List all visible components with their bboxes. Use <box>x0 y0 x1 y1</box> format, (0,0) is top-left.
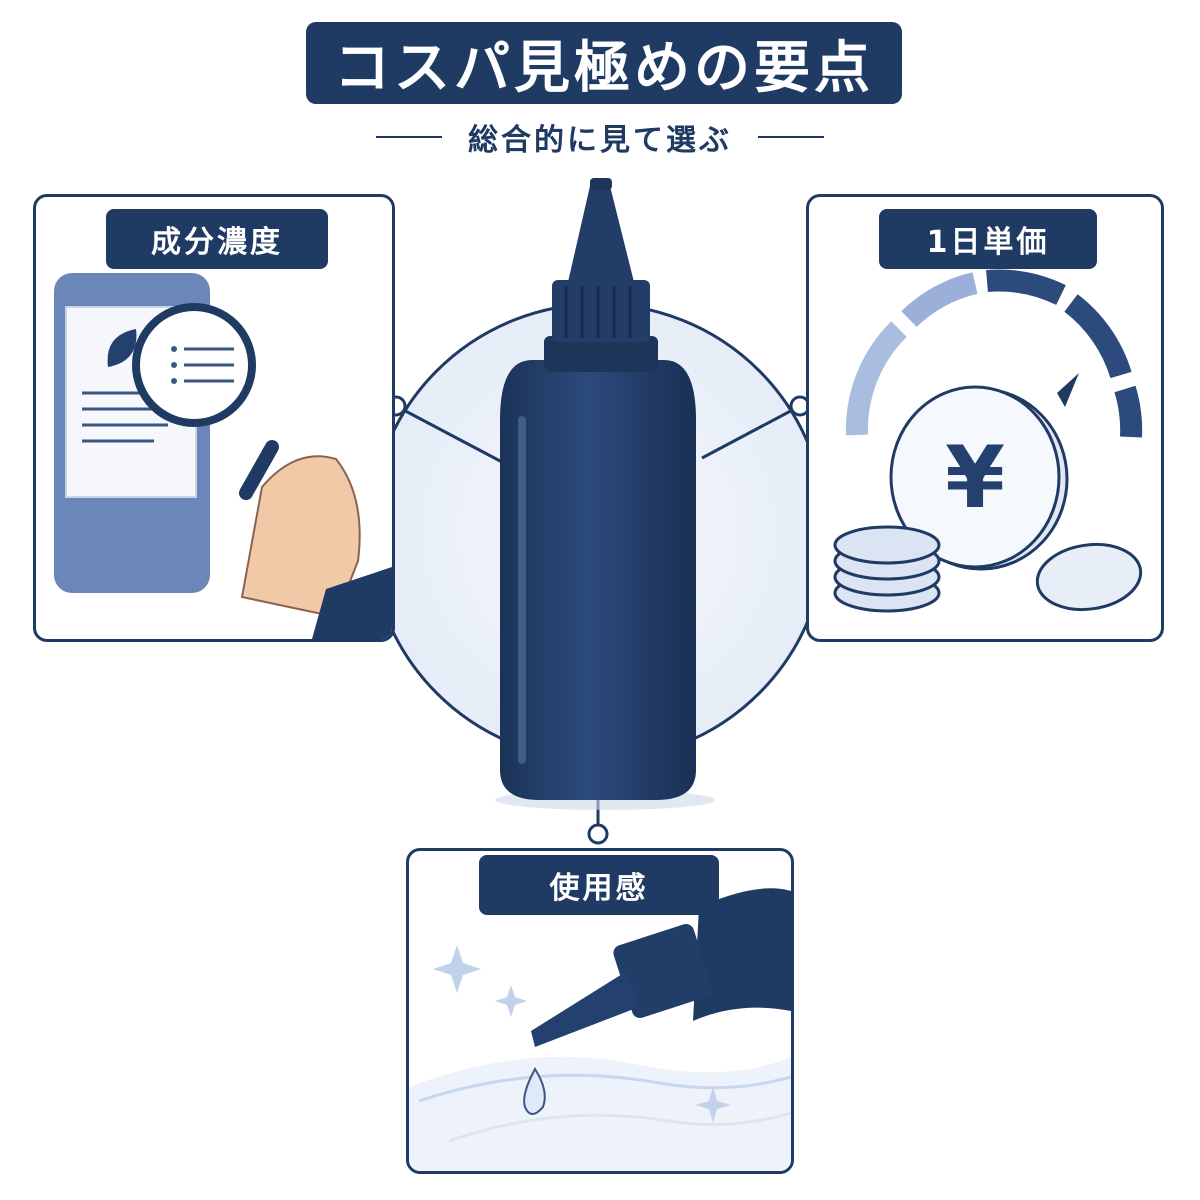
panel-usability: 使用感 <box>406 848 794 1174</box>
central-bottle-icon <box>495 178 715 810</box>
connector-node-bottom <box>587 823 609 845</box>
page-title: コスパ見極めの要点 <box>334 35 874 101</box>
label-usability: 使用感 <box>479 855 719 915</box>
magnifying-glass-icon <box>54 273 392 639</box>
label-daily-price: 1日単価 <box>879 209 1097 269</box>
title-banner: コスパ見極めの要点 <box>306 22 902 104</box>
dropper-bottle-icon <box>409 888 791 1171</box>
panel-concentration: 成分濃度 <box>33 194 395 642</box>
panel-daily-price: ¥ 1日単価 <box>806 194 1164 642</box>
connector-left <box>395 404 503 464</box>
connector-right <box>701 404 801 460</box>
subtitle-rule-right <box>758 136 824 138</box>
yen-symbol: ¥ <box>945 428 1005 528</box>
yen-coin-icon: ¥ <box>833 269 1143 613</box>
subtitle-row: 総合的に見て選ぶ <box>0 114 1200 160</box>
subtitle-rule-left <box>376 136 442 138</box>
label-concentration: 成分濃度 <box>106 209 328 269</box>
subtitle: 総合的に見て選ぶ <box>468 123 732 158</box>
